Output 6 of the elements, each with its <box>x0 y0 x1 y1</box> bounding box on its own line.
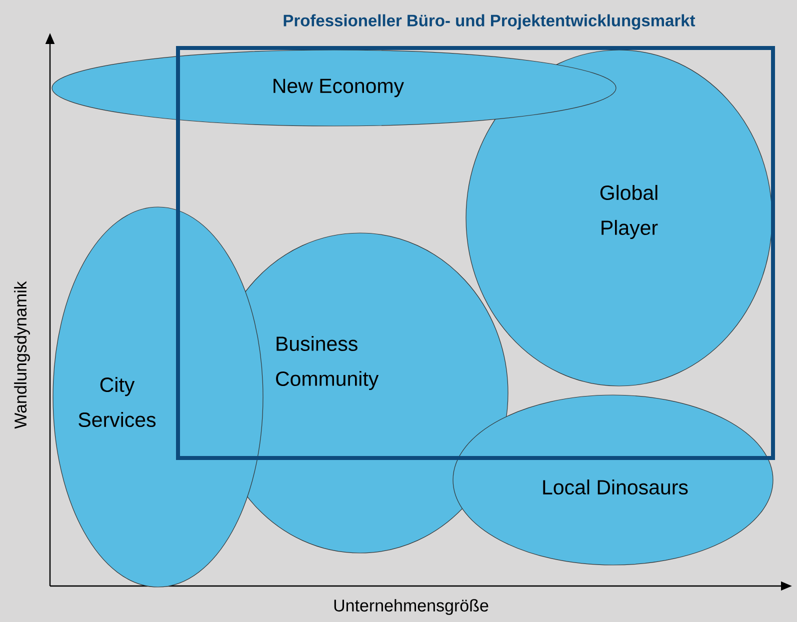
axis-label: Wandlungsdynamik <box>14 281 30 429</box>
axis-label: Unternehmensgröße <box>334 599 488 615</box>
ellipse-region: Local Dinosaurs <box>452 394 774 566</box>
ellipse-region: New Economy <box>52 50 616 126</box>
node-label: Professioneller Büro- und Projektentwicklungsmarkt <box>284 14 696 30</box>
ellipse-region: City Services <box>52 206 264 588</box>
